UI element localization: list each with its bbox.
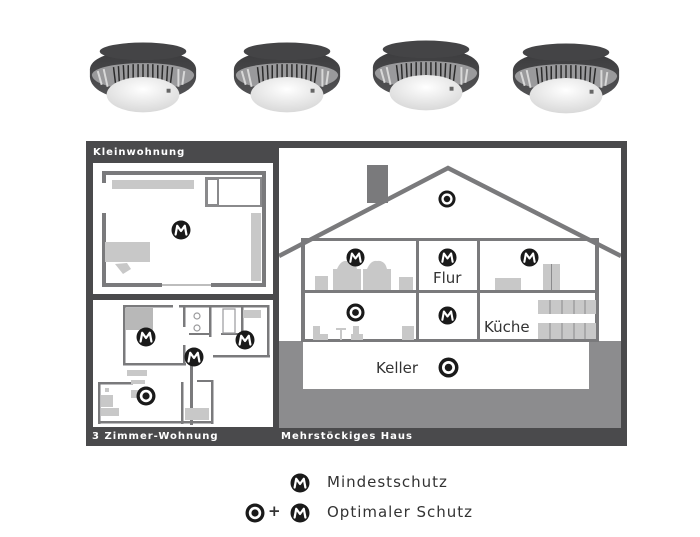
optimal-protection-marker xyxy=(136,386,156,406)
minimum-protection-marker xyxy=(171,220,191,240)
legend-plus-sign: + xyxy=(268,502,282,520)
optimal-protection-marker xyxy=(438,190,456,208)
minimum-protection-icon xyxy=(290,473,310,493)
minimum-protection-marker xyxy=(235,330,255,350)
room-label-keller: Keller xyxy=(376,359,419,377)
room-label-flur: Flur xyxy=(433,269,462,287)
optimal-protection-marker xyxy=(346,303,365,322)
minimum-protection-marker xyxy=(184,347,204,367)
room-label-kueche: Küche xyxy=(484,318,530,336)
smoke-detector-icon xyxy=(507,27,625,123)
smoke-detector-3 xyxy=(367,24,485,120)
minimum-protection-marker xyxy=(136,327,156,347)
panel-label-3-zimmer-wohnung: 3 Zimmer-Wohnung xyxy=(92,431,219,442)
optimal-protection-marker xyxy=(438,357,459,378)
smoke-detector-icon xyxy=(367,24,485,120)
kleinwohnung-floorplan xyxy=(102,171,266,287)
legend-label-mindestschutz: Mindestschutz xyxy=(327,473,448,491)
smoke-detector-1 xyxy=(84,26,202,122)
3-zimmer-floorplan xyxy=(98,305,270,425)
smoke-detector-icon xyxy=(228,26,346,122)
minimum-protection-marker xyxy=(438,248,457,267)
smoke-detector-icon xyxy=(84,26,202,122)
panel-label-kleinwohnung: Kleinwohnung xyxy=(93,147,186,158)
minimum-protection-marker xyxy=(520,248,539,267)
optimal-protection-icon xyxy=(245,503,265,523)
minimum-protection-marker xyxy=(438,306,457,325)
panel-label-mehrstoeckiges-haus: Mehrstöckiges Haus xyxy=(281,431,413,442)
panel-3-zimmer-wohnung xyxy=(93,300,273,427)
panel-mehrstoeckiges-haus: Flur Küche Keller xyxy=(277,148,623,428)
smoke-detector-4 xyxy=(507,27,625,123)
panel-kleinwohnung xyxy=(93,163,273,294)
minimum-protection-marker xyxy=(346,248,365,267)
house-cross-section xyxy=(277,165,623,428)
minimum-protection-icon xyxy=(290,503,310,523)
smoke-detector-2 xyxy=(228,26,346,122)
legend-label-optimaler-schutz: Optimaler Schutz xyxy=(327,503,474,521)
